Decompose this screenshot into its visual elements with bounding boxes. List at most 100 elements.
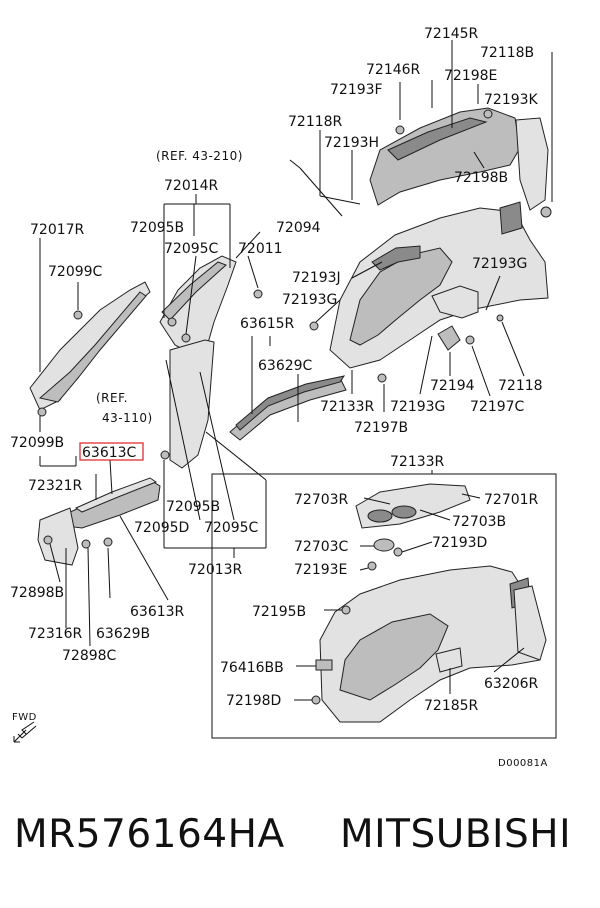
detail-side-panel (513, 585, 547, 661)
label-72703B: 72703B (452, 514, 506, 530)
label-72095B-top: 72095B (130, 220, 184, 236)
detail-box (211, 473, 557, 739)
label-72198D: 72198D (226, 693, 281, 709)
fastener-63629B (103, 537, 113, 547)
fastener-72118B (540, 206, 552, 218)
drawing-code: D00081A (498, 758, 548, 769)
label-72193H: 72193H (324, 135, 379, 151)
detail-pad-72185R (435, 647, 463, 673)
label-72198E: 72198E (444, 68, 497, 84)
label-72146R: 72146R (366, 62, 421, 78)
label-72145R: 72145R (424, 26, 479, 42)
vent-grille-upper (499, 201, 523, 235)
label-63629C: 63629C (258, 358, 313, 374)
side-panel-right (515, 117, 549, 211)
label-72094: 72094 (276, 220, 321, 236)
label-72099B: 72099B (10, 435, 64, 451)
label-72099C: 72099C (48, 264, 103, 280)
footer: MR576164HA MITSUBISHI (0, 812, 600, 872)
fastener-72198D (311, 695, 321, 705)
label-72193E: 72193E (294, 562, 347, 578)
fastener-72099B (37, 407, 47, 417)
label-72193G-right: 72193G (472, 256, 527, 272)
fwd-arrow-icon (13, 721, 37, 743)
ref-43-110-a: (REF. (96, 391, 128, 405)
detail-quarter-trim-well (339, 613, 449, 701)
label-72703C: 72703C (294, 539, 349, 555)
highlight-box-63613C (79, 442, 144, 461)
fastener-72898B (43, 535, 53, 545)
label-72194: 72194 (430, 378, 475, 394)
ref-43-110-b: 43-110) (102, 411, 153, 425)
label-72193G-mid: 72193G (390, 399, 445, 415)
label-72193K: 72193K (484, 92, 539, 108)
label-72118B: 72118B (480, 45, 534, 61)
bracket-72193G (431, 285, 479, 319)
label-72011: 72011 (238, 241, 283, 257)
label-72193D: 72193D (432, 535, 487, 551)
label-72701R: 72701R (484, 492, 539, 508)
kick-panel (37, 507, 79, 566)
label-72118R: 72118R (288, 114, 343, 130)
label-72197C: 72197C (470, 399, 525, 415)
label-72095C-top: 72095C (164, 241, 219, 257)
fastener-72898C (81, 539, 91, 549)
fastener-72195B (341, 605, 351, 615)
label-63613R: 63613R (130, 604, 185, 620)
label-72193J: 72193J (292, 270, 341, 286)
fastener-72197B (377, 373, 387, 383)
fastener-72193K (483, 109, 493, 119)
label-63613C[interactable]: 63613C (82, 445, 137, 461)
fastener-72095D (160, 450, 170, 460)
label-72898B: 72898B (10, 585, 64, 601)
label-72193G-top: 72193G (282, 292, 337, 308)
label-63615R: 63615R (240, 316, 295, 332)
detail-cup-insert (373, 538, 395, 552)
label-72095C-low: 72095C (204, 520, 259, 536)
label-72703R: 72703R (294, 492, 349, 508)
detail-cup-left (367, 509, 393, 523)
label-72898C: 72898C (62, 648, 117, 664)
fastener-72095C-top (181, 333, 191, 343)
parts-diagram: 72145R 72118B 72146R 72198E 72193F 72193… (10, 26, 557, 769)
detail-cup-right (391, 505, 417, 519)
fwd-label: FWD (12, 712, 37, 723)
label-72316R: 72316R (28, 626, 83, 642)
part-number: MR576164HA (14, 812, 285, 857)
fastener-72193D (393, 547, 403, 557)
detail-clip-76416BB (315, 659, 333, 671)
fastener-72193J (309, 321, 319, 331)
rear-scuff-plate-top (235, 375, 346, 431)
label-63206R: 63206R (484, 676, 539, 692)
fastener-72193H (395, 125, 405, 135)
label-76416BB: 76416BB (220, 660, 284, 676)
label-72321R: 72321R (28, 478, 83, 494)
label-72095D: 72095D (134, 520, 189, 536)
a-pillar-trim-inner (38, 291, 147, 403)
fastener-72095B-top (167, 317, 177, 327)
label-72014R: 72014R (164, 178, 219, 194)
label-72017R: 72017R (30, 222, 85, 238)
bracket-72194 (437, 325, 461, 351)
brand-name: MITSUBISHI (340, 812, 572, 857)
label-72013R: 72013R (188, 562, 243, 578)
quarter-trim-upper-grip (387, 117, 488, 161)
fastener-72197C (465, 335, 475, 345)
ref-43-210: (REF. 43-210) (156, 149, 243, 163)
label-72095B-low: 72095B (166, 499, 220, 515)
fastener-72011 (253, 289, 263, 299)
label-72133R-box: 72133R (390, 454, 445, 470)
fastener-72193E (367, 561, 377, 571)
quarter-trim-main-well (349, 247, 453, 346)
quarter-trim-main-recess (371, 245, 421, 271)
quarter-trim-upper (369, 107, 521, 206)
label-63629B: 63629B (96, 626, 150, 642)
fastener-72099C (73, 310, 83, 320)
leader-lines (39, 40, 553, 701)
label-72195B: 72195B (252, 604, 306, 620)
label-72133R-mid: 72133R (320, 399, 375, 415)
label-72185R: 72185R (424, 698, 479, 714)
label-72193F: 72193F (330, 82, 383, 98)
label-72198B: 72198B (454, 170, 508, 186)
label-72197B: 72197B (354, 420, 408, 436)
